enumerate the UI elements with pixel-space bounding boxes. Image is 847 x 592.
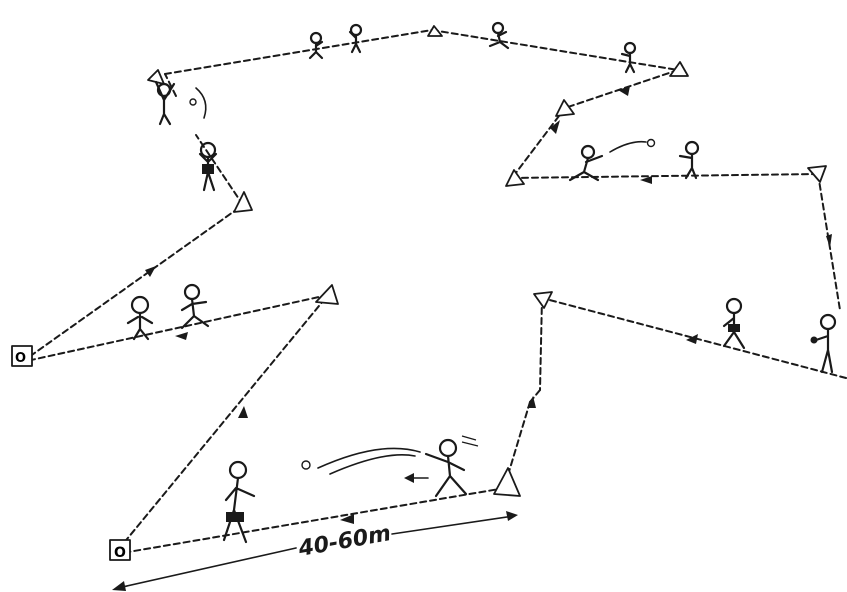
- player-throwing-top: [620, 41, 637, 74]
- player-running-right: [722, 297, 746, 350]
- ball-flight: [189, 87, 656, 475]
- cone: [505, 169, 525, 187]
- player-running: [180, 283, 210, 330]
- cone: [669, 61, 689, 77]
- cone: [807, 165, 827, 183]
- player-catching: [222, 460, 256, 544]
- cone: [493, 467, 521, 497]
- ball: [301, 460, 311, 470]
- running-path: [21, 29, 847, 553]
- player-catching-high: [154, 80, 176, 126]
- cone: [315, 284, 339, 305]
- distance-label: 40-60m: [296, 521, 393, 562]
- cone: [555, 99, 575, 117]
- player-standing: [126, 295, 154, 341]
- distance-indicator: 40-60m: [112, 511, 518, 591]
- player-throwing: [424, 435, 479, 498]
- player-running-top: [308, 31, 324, 60]
- cone-start: O: [109, 539, 131, 561]
- players: [126, 21, 837, 544]
- direction-arrows: [145, 86, 832, 524]
- cone-left: O: [11, 345, 33, 367]
- player-sprinting-top: [488, 21, 510, 50]
- player-throwing-right: [568, 144, 604, 182]
- ball: [646, 138, 656, 148]
- svg-text:O: O: [15, 351, 26, 366]
- player-jumping: [198, 141, 218, 192]
- svg-text:O: O: [114, 545, 126, 561]
- player-holding-ball: [810, 313, 837, 374]
- cone: [533, 291, 553, 309]
- cone-markers: O O: [11, 25, 827, 561]
- ball: [189, 98, 197, 106]
- player-standing-right: [678, 140, 700, 180]
- cone: [427, 25, 443, 37]
- cone: [233, 191, 253, 213]
- player-standing-top: [348, 23, 363, 54]
